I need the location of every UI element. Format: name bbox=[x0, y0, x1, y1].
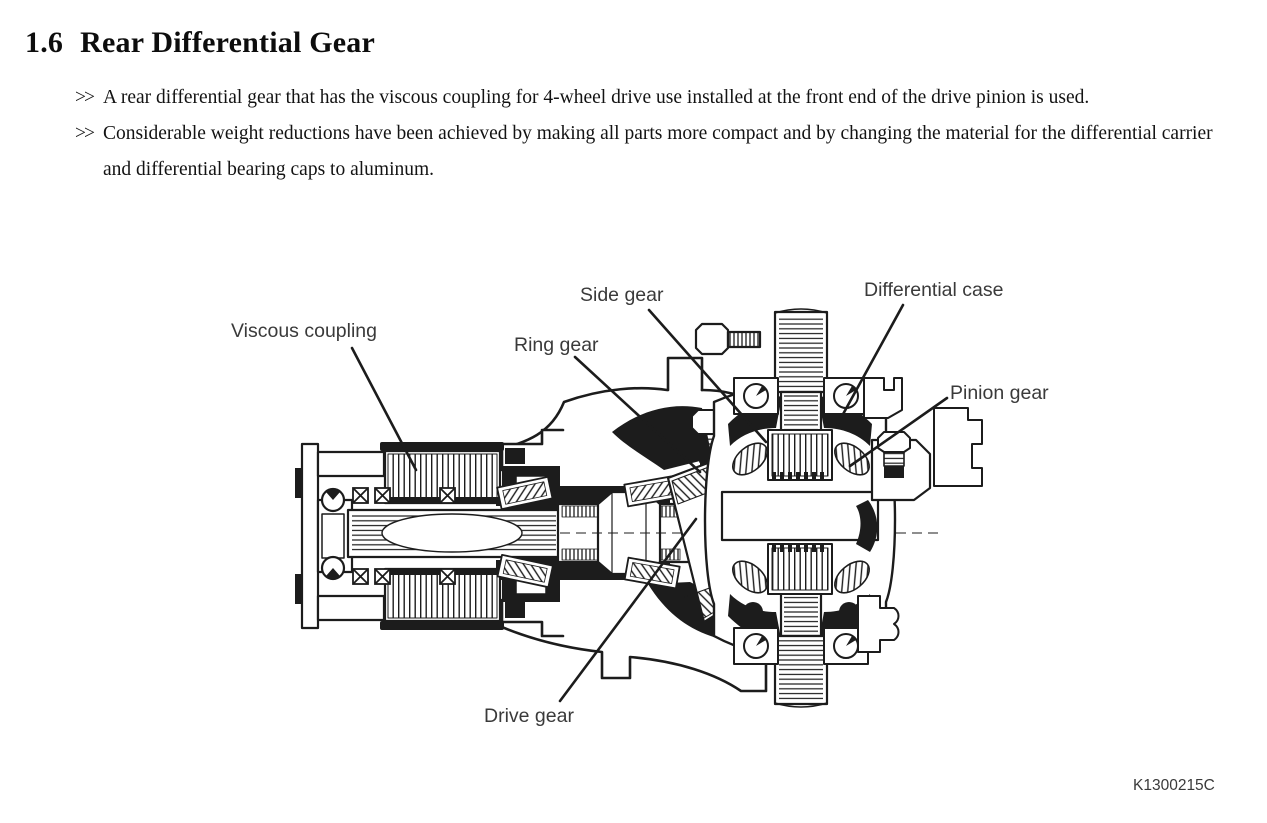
label-side-gear: Side gear bbox=[580, 284, 664, 306]
label-viscous-coupling: Viscous coupling bbox=[231, 320, 377, 342]
label-pinion-gear: Pinion gear bbox=[950, 382, 1049, 404]
leader-differential-case bbox=[834, 303, 905, 429]
bearing-x-symbols bbox=[352, 487, 456, 585]
leader-viscous-coupling bbox=[350, 346, 418, 472]
label-differential-case: Differential case bbox=[864, 279, 1004, 301]
section-number: 1.6 bbox=[25, 26, 64, 59]
case-bearing-drawing bbox=[733, 377, 869, 665]
section-title: Rear Differential Gear bbox=[80, 26, 375, 59]
gear-set-drawing bbox=[720, 429, 880, 595]
bullet-item: >> A rear differential gear that has the… bbox=[75, 80, 1215, 116]
leader-ring-gear bbox=[573, 355, 702, 474]
axle-shaft-drawing bbox=[773, 308, 829, 708]
leader-pinion-gear bbox=[848, 396, 949, 468]
bullet-item: >> Considerable weight reductions have b… bbox=[75, 116, 1215, 188]
leader-drive-gear bbox=[558, 517, 698, 703]
bullet-marker: >> bbox=[75, 87, 95, 108]
bullet-text: Considerable weight reductions have been… bbox=[103, 123, 1213, 180]
label-ring-gear: Ring gear bbox=[514, 334, 599, 356]
label-drive-gear: Drive gear bbox=[484, 705, 574, 727]
viscous-coupling-drawing bbox=[295, 442, 562, 630]
figure-code: K1300215C bbox=[1133, 777, 1215, 794]
bullet-marker: >> bbox=[75, 123, 95, 144]
breather-plug-drawing bbox=[694, 322, 762, 356]
bullet-text: A rear differential gear that has the vi… bbox=[103, 87, 1090, 108]
leader-lines bbox=[350, 303, 949, 703]
leader-side-gear bbox=[647, 308, 768, 444]
bearing-retainer-drawing bbox=[856, 377, 983, 653]
page-title: 1.6 Rear Differential Gear bbox=[25, 26, 375, 60]
summary-bullet-list: >> A rear differential gear that has the… bbox=[75, 80, 1215, 188]
